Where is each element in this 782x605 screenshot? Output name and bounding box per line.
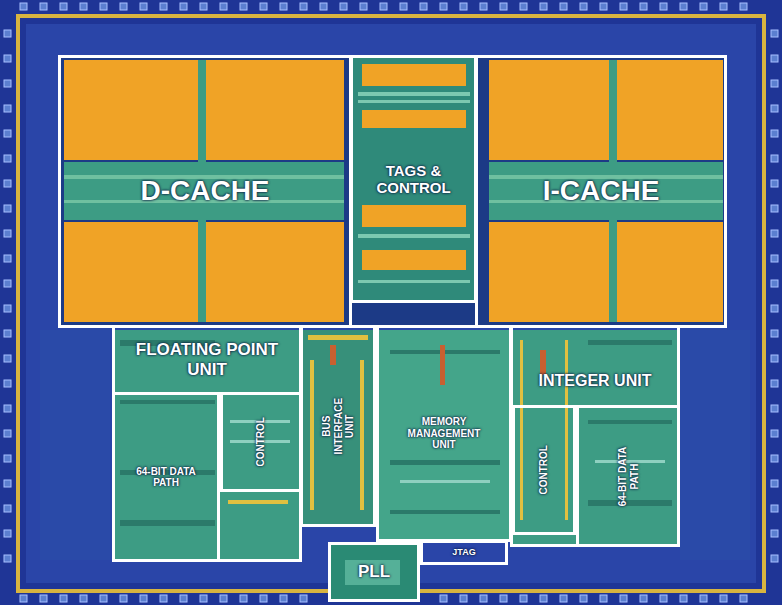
vertical-label: BUS INTERFACE UNIT — [321, 398, 356, 455]
datapath-region: 64-BIT DATA PATH — [576, 405, 680, 547]
region-label: JTAG — [452, 547, 475, 557]
unit-region: FLOATING POINT UNIT 64-BIT DATA PATH CONTR… — [112, 325, 302, 562]
jtag-region: JTAG — [420, 540, 508, 565]
region-label: INTEGER UNIT — [539, 372, 652, 390]
region-label: I-CACHE — [543, 175, 660, 207]
unit-region: MEMORY MANAGEMENT UNIT — [376, 325, 512, 542]
cache-region: I-CACHE — [475, 55, 727, 328]
region-label: PLL — [358, 562, 390, 582]
unit-region: BUS INTERFACE UNIT — [300, 325, 376, 527]
region-label: MEMORY MANAGEMENT UNIT — [408, 416, 481, 451]
control-region: CONTROL — [512, 405, 576, 535]
vertical-label: CONTROL — [255, 417, 267, 466]
tags-region: TAGS & CONTROL — [350, 55, 477, 303]
region-label: 64-BIT DATA PATH — [135, 466, 197, 489]
cache-region: D-CACHE — [58, 55, 352, 328]
region-label: FLOATING POINT UNIT — [118, 340, 296, 379]
pll-region: PLL — [328, 542, 420, 602]
control-region: CONTROL — [220, 392, 302, 492]
unit-region: INTEGER UNIT CONTROL 64-BIT DATA PATH — [510, 325, 680, 547]
region-label: TAGS & CONTROL — [376, 162, 450, 197]
datapath-region: 64-BIT DATA PATH — [112, 392, 220, 562]
vertical-label: 64-BIT DATA PATH — [617, 445, 640, 507]
vertical-label: CONTROL — [538, 445, 550, 494]
region-label: D-CACHE — [140, 175, 269, 207]
